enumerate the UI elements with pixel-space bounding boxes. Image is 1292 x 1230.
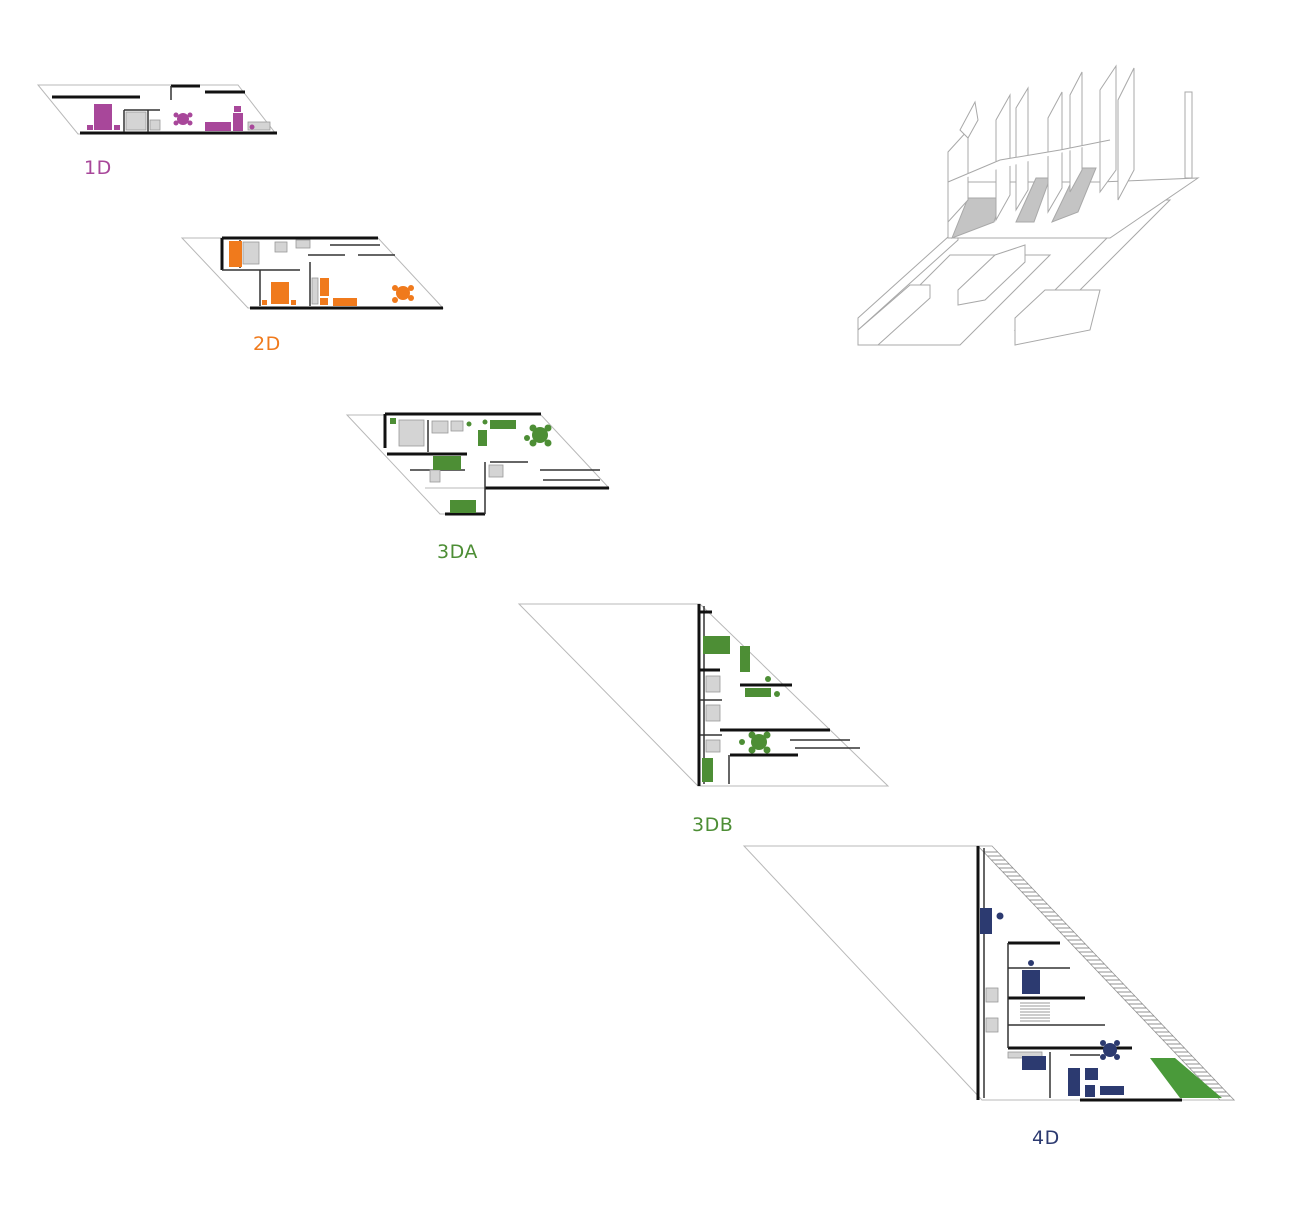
plan-1d: 1D bbox=[36, 84, 278, 179]
plan-4d: 4D bbox=[742, 845, 1236, 1149]
isometric-massing-diagram bbox=[857, 64, 1200, 346]
plan-2d: 2D bbox=[180, 236, 445, 355]
plan-label-4d: 4D bbox=[1032, 1127, 1060, 1149]
plan-3db: 3DB bbox=[517, 603, 890, 836]
plan-3da: 3DA bbox=[345, 412, 611, 563]
plan-label-1d: 1D bbox=[84, 157, 112, 179]
plan-label-3da: 3DA bbox=[437, 541, 478, 563]
terrace-4d bbox=[1150, 1058, 1222, 1098]
plan-label-3db: 3DB bbox=[692, 814, 733, 836]
plan-label-2d: 2D bbox=[253, 333, 281, 355]
